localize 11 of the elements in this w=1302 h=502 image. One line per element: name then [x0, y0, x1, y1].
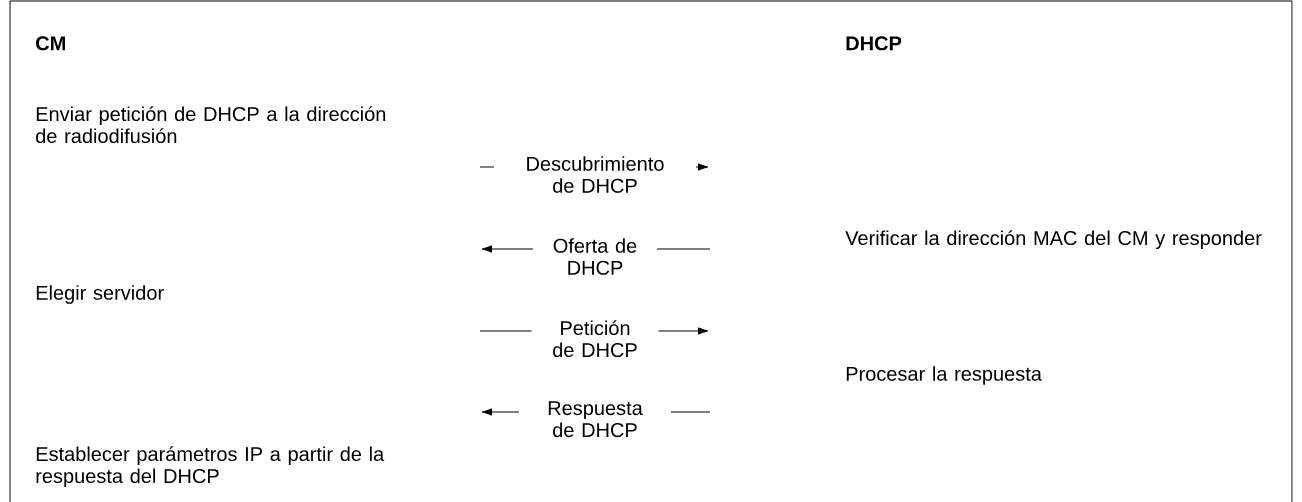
message-label: Descubrimiento de DHCP: [494, 155, 696, 194]
column-heading: DHCP: [846, 36, 902, 51]
step-text: Elegir servidor: [36, 285, 164, 304]
column-heading: CM: [36, 36, 65, 51]
message-label: Petición de DHCP: [531, 319, 659, 359]
step-text: Enviar petición de DHCP a la dirección de radiodifusión: [36, 106, 386, 144]
message-label: Oferta de DHCP: [533, 237, 657, 276]
step-text: Establecer parámetros IP a partir de la respuesta del DHCP: [36, 446, 385, 488]
step-text: Verificar la dirección MAC del CM y responder: [845, 230, 1262, 250]
step-text: Procesar la respuesta: [846, 366, 1042, 385]
message-label: Respuesta de DHCP: [519, 400, 671, 439]
